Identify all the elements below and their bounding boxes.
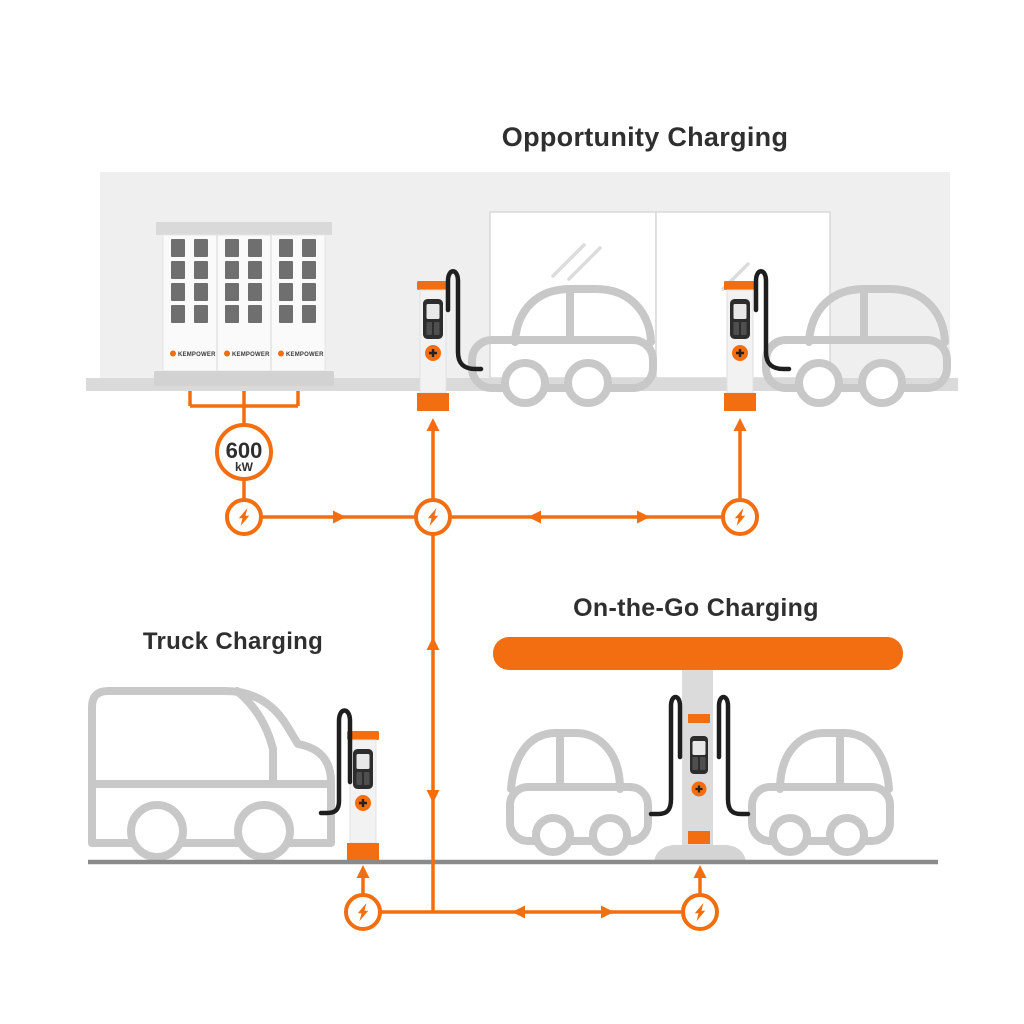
car-outline — [752, 733, 890, 852]
charging-post — [688, 714, 710, 844]
kempower-logo: KEMPOWER — [170, 350, 216, 358]
kempower-label: KEMPOWER — [286, 352, 324, 358]
fuel-canopy — [493, 637, 903, 861]
lightning-node-icon — [723, 500, 757, 534]
car-outline — [510, 733, 648, 852]
power-cabinet: KEMPOWER KEMPOWER KEMPOWER — [154, 222, 334, 386]
cabinet-body — [162, 234, 326, 372]
lightning-node-icon — [683, 895, 717, 929]
lightning-node-icon — [346, 895, 380, 929]
cabinet-bus-bracket — [188, 391, 300, 424]
kempower-logo: KEMPOWER — [278, 350, 324, 358]
glass-reflection-icon — [551, 243, 602, 281]
arrow-icon — [693, 865, 707, 878]
lightning-node-icon — [416, 500, 450, 534]
arrow-icon — [512, 905, 525, 919]
lightning-node-icon — [227, 500, 261, 534]
arrow-icon — [426, 637, 440, 650]
cabinet-plinth — [154, 371, 334, 386]
canopy-base — [654, 845, 746, 861]
power-value: 600 — [226, 438, 263, 463]
on-the-go-title: On-the-Go Charging — [573, 594, 819, 622]
charging-post — [415, 279, 451, 413]
opportunity-title: Opportunity Charging — [502, 122, 788, 152]
canopy-roof — [493, 637, 903, 670]
kempower-logo: KEMPOWER — [224, 350, 270, 358]
flow-arrows — [333, 418, 747, 919]
cabinet-divider — [216, 235, 272, 371]
arrow-icon — [733, 418, 747, 431]
charging-post — [722, 279, 758, 413]
power-network: 600 kW — [188, 391, 757, 929]
kempower-dot-icon — [170, 350, 176, 357]
arrow-icon — [426, 418, 440, 431]
cabinet-grille — [171, 239, 316, 323]
kempower-label: KEMPOWER — [232, 352, 270, 358]
power-rating-badge: 600 kW — [215, 423, 273, 481]
arrow-icon — [426, 790, 440, 803]
cabinet-header — [156, 222, 332, 235]
truck-outline — [88, 687, 335, 861]
arrow-icon — [637, 510, 650, 524]
charging-cable — [318, 708, 353, 816]
arrow-icon — [528, 510, 541, 524]
network-line — [361, 878, 702, 895]
kempower-label: KEMPOWER — [178, 352, 216, 358]
arrow-icon — [601, 905, 614, 919]
arrow-icon — [356, 865, 370, 878]
kempower-dot-icon — [278, 350, 284, 357]
kempower-dot-icon — [224, 350, 230, 357]
charging-cable — [445, 269, 484, 372]
charging-cable — [716, 694, 751, 817]
plus-icon — [695, 785, 703, 793]
charging-cable — [648, 694, 683, 817]
charging-cable — [753, 269, 792, 372]
truck-title: Truck Charging — [143, 628, 323, 655]
power-unit: kW — [235, 460, 254, 474]
arrow-icon — [333, 510, 346, 524]
